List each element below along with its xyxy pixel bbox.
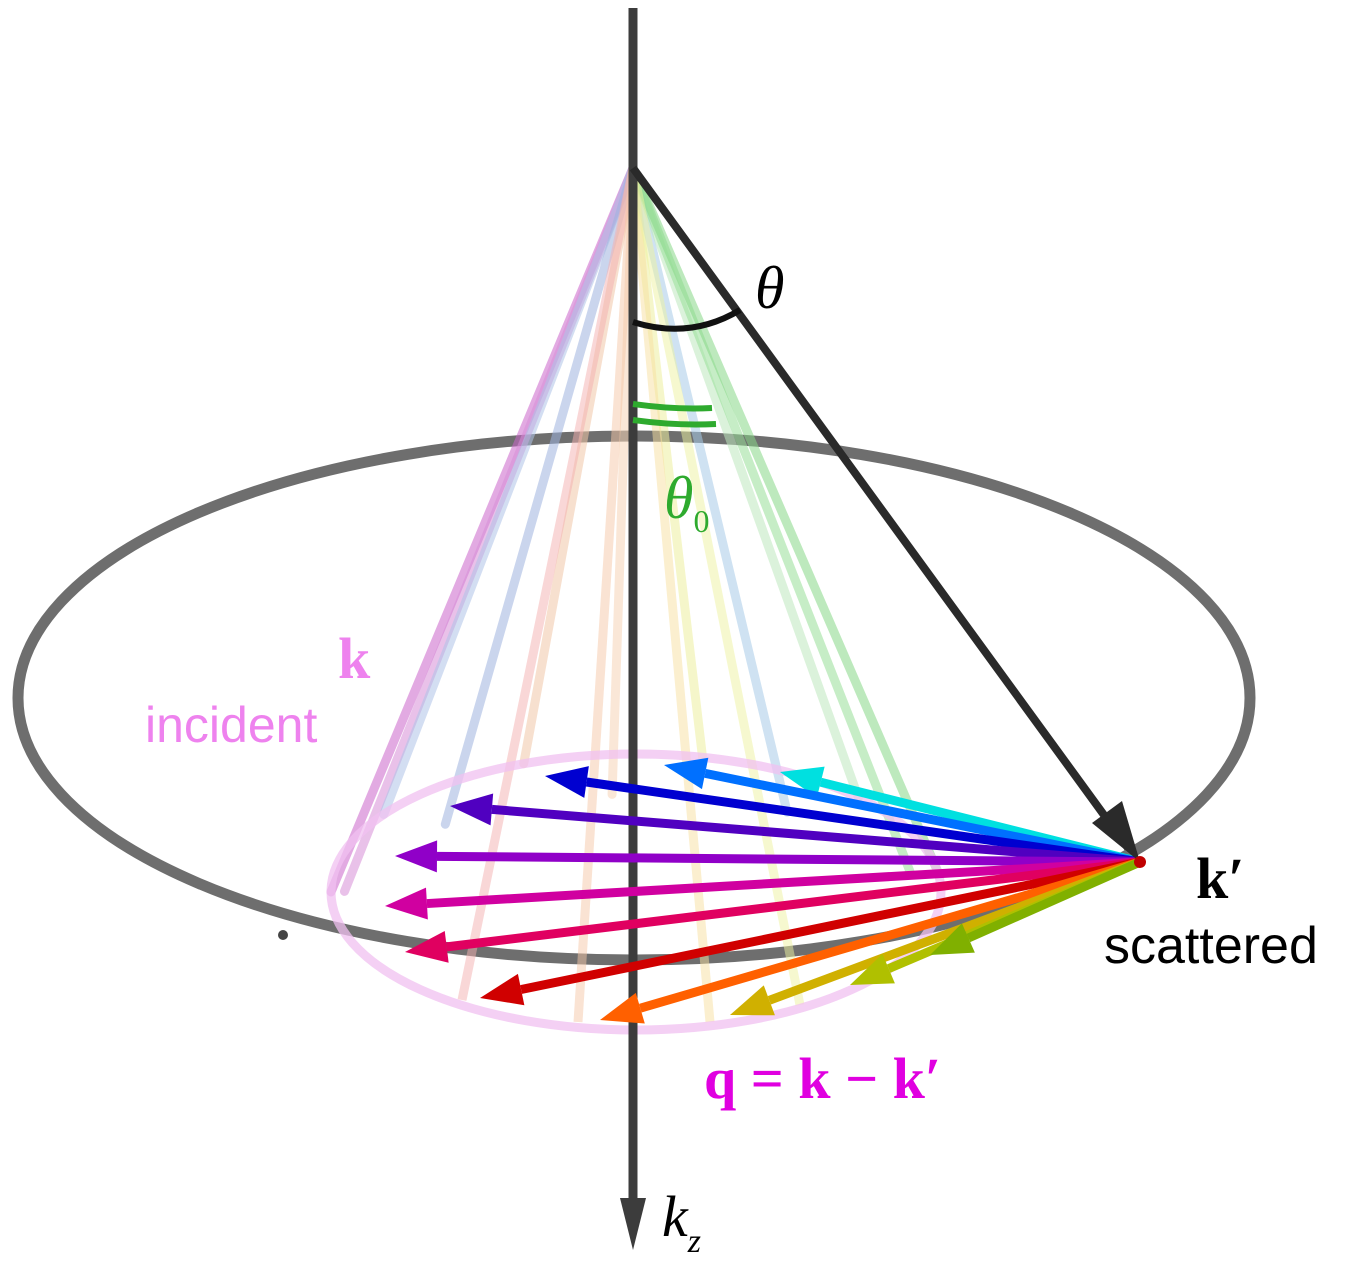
incident-vectors — [326, 163, 942, 1023]
q-vectors — [385, 757, 1142, 1024]
q-vector — [966, 857, 1142, 943]
kz-k: k — [662, 1184, 688, 1249]
q-vector-arrowhead — [850, 953, 895, 985]
q-vector-arrowhead — [395, 840, 438, 873]
q-vector-arrowhead — [405, 931, 449, 963]
q-vector-arrowhead — [480, 973, 525, 1006]
q-vector-arrowhead — [600, 992, 645, 1024]
q-vector — [585, 777, 1141, 867]
incident-vector — [457, 167, 638, 1001]
circle-marker-dot — [278, 930, 288, 940]
q-vector-arrowhead — [545, 766, 589, 798]
k-incident-symbol: k — [338, 626, 371, 691]
incident-vector — [628, 167, 805, 1006]
q-vector — [639, 857, 1142, 1013]
k-prime-symbol: k′ — [1196, 846, 1245, 911]
theta0-label: θ0 — [664, 465, 709, 537]
incident-vector — [573, 167, 638, 1023]
q-vector — [426, 857, 1141, 909]
theta0-arc-inner — [632, 417, 717, 428]
q-vector — [520, 857, 1141, 994]
q-vector — [436, 851, 1141, 867]
theta-label: θ — [755, 255, 785, 321]
theta-arc — [632, 307, 742, 332]
q-vector-arrowhead — [664, 757, 709, 790]
theta0-arc-outer — [632, 401, 713, 412]
q-vector — [491, 804, 1141, 867]
q-vector-arrowhead — [450, 793, 494, 826]
k-prime-tip-dot — [1134, 856, 1146, 868]
q-equation-label: q = k − k′ — [704, 1046, 942, 1111]
q-vector-arrowhead — [385, 887, 428, 920]
incident-vector — [628, 167, 715, 1023]
theta0-subscript: 0 — [693, 503, 710, 539]
q-vector — [446, 857, 1141, 952]
kz-subscript: z — [687, 1223, 701, 1260]
incident-label: incident — [145, 697, 318, 753]
incident-vector — [379, 163, 638, 819]
kz-axis-arrowhead — [620, 1198, 646, 1250]
k-prime-arrow — [629, 165, 1132, 851]
kz-label: kz — [662, 1188, 701, 1259]
theta0-symbol: θ — [664, 465, 694, 531]
k-prime-arrowhead — [1092, 801, 1140, 862]
q-vector-arrowhead — [730, 985, 775, 1016]
incident-vector — [628, 163, 942, 875]
incident-vector — [440, 163, 638, 829]
q-vector-arrowhead — [780, 766, 825, 798]
scattered-label: scattered — [1104, 917, 1318, 975]
q-vector-arrowhead — [930, 923, 975, 955]
